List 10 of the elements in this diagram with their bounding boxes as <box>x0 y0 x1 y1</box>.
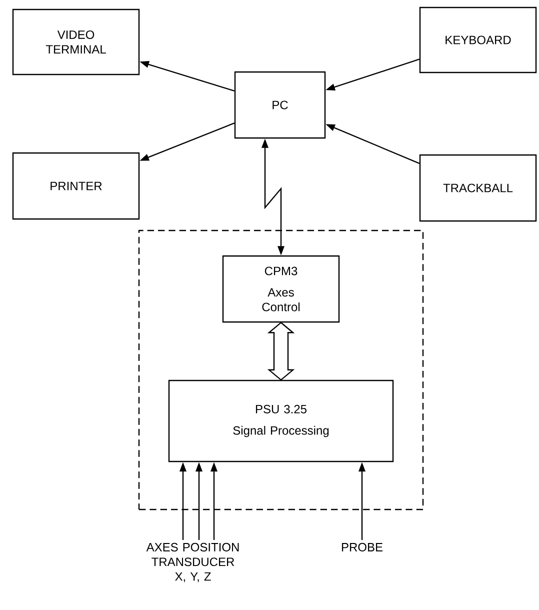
block-box: VIDEO TERMINAL <box>12 8 140 76</box>
block-box: PSU 3.25 Signal Processing <box>168 380 394 462</box>
block-box: PRINTER <box>12 152 140 220</box>
label-text: PROBE <box>342 542 382 552</box>
dashed-enclosure <box>138 230 424 510</box>
block-box: CPM3 Axes Control <box>222 255 340 323</box>
block-box: TRACKBALL <box>419 154 537 222</box>
block-box: KEYBOARD <box>419 6 537 74</box>
label-text: AXES POSITION TRANSDUCER X, Y, Z <box>146 542 239 582</box>
block-box: PC <box>234 71 326 139</box>
